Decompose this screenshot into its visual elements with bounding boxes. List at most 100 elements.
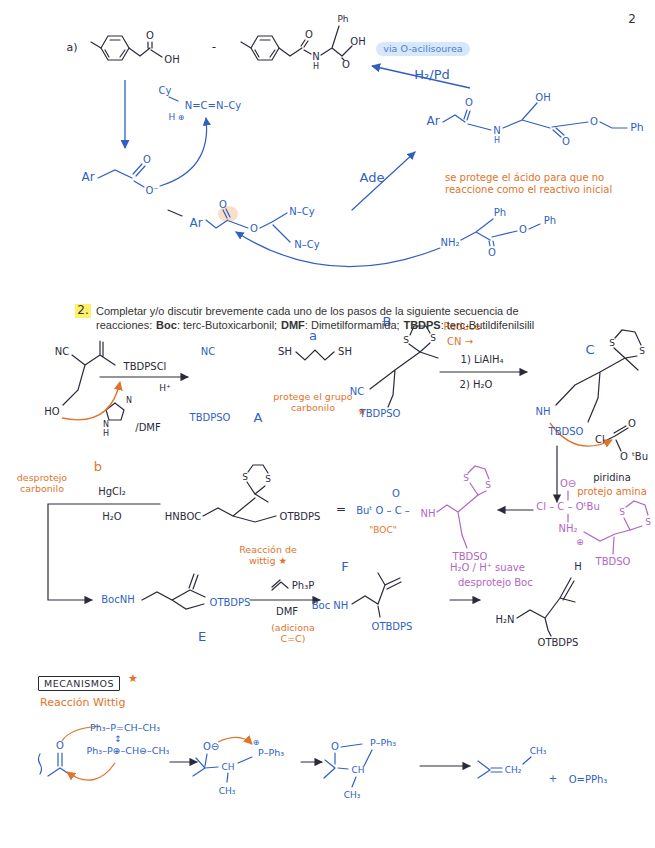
- atom-label: O: [590, 116, 598, 128]
- reagent: H₂/Pd: [414, 68, 449, 83]
- atom-label: NH: [536, 406, 551, 418]
- note: Reacción de wittig ★: [231, 545, 306, 567]
- atom-label: H: [313, 62, 319, 71]
- atom-label: S: [485, 480, 491, 490]
- atom-label: O⊖: [203, 741, 219, 753]
- atom-label: O: [143, 154, 151, 166]
- atom-label: CH: [351, 765, 364, 775]
- atom-label: S: [639, 346, 645, 356]
- atom-label: Ph: [337, 14, 348, 24]
- atom-label: ⊕: [576, 537, 584, 547]
- atom-label: HO: [44, 406, 59, 418]
- atom-label: N–Cy: [289, 206, 314, 218]
- atom-label: Cl – C – OᵗBu: [536, 501, 599, 513]
- atom-label: H₂N: [495, 614, 514, 626]
- atom-label: O: [562, 136, 570, 148]
- atom-label: Ph₃–P=CH–CH₃: [90, 723, 160, 734]
- note: "BOC": [369, 525, 397, 535]
- atom-label: O: [488, 247, 496, 259]
- reagent: DMF: [276, 606, 298, 618]
- atom-label: NH₂: [440, 237, 459, 249]
- atom-label: N: [126, 396, 132, 405]
- atom-label: TBDSO: [596, 556, 631, 568]
- atom-label: Boc NH: [312, 600, 349, 612]
- plus-sign: +: [549, 773, 557, 785]
- question-text-line: reacciones:Boc: terc-Butoxicarbonil;DMF:…: [96, 319, 534, 332]
- question-number: 2.: [75, 304, 90, 318]
- atom-label: BocNH: [101, 594, 134, 606]
- definition: : terc-Butoxicarbonil;: [177, 319, 277, 331]
- atom-label: OH: [535, 92, 550, 104]
- atom-label: Ph: [630, 122, 644, 135]
- atom-label: NH₂: [558, 523, 577, 535]
- atom-label: S: [265, 474, 271, 484]
- note: desprotejo carbonilo: [7, 473, 77, 495]
- definition: : Dimetilformamida;: [305, 319, 400, 331]
- atom-label: Ar: [426, 115, 439, 129]
- compound-letter: F: [341, 560, 348, 575]
- atom-label: O: [465, 97, 473, 109]
- atom-label: OTBDPS: [538, 637, 579, 649]
- compound-letter: E: [198, 630, 206, 645]
- atom-label: S: [242, 472, 248, 482]
- atom-label: ⊕: [253, 738, 260, 747]
- resonance-arrow: ↕: [114, 734, 122, 744]
- note: desprotejo Boc: [458, 577, 533, 589]
- atom-label: P–Ph₃: [370, 738, 396, 749]
- atom-label: O⁻: [145, 185, 158, 197]
- note: protege el grupo carbonilo: [273, 392, 353, 414]
- reagent-letter: b: [94, 460, 102, 475]
- atom-label: N–Cy: [294, 239, 319, 251]
- heading-box: MECANISMOS: [38, 676, 120, 691]
- atom-label: O: [250, 223, 258, 235]
- atom-label: S: [645, 517, 651, 527]
- atom-label: SH: [338, 346, 352, 358]
- reagent: 1) LiAlH₄: [461, 354, 504, 366]
- atom-label: Ph: [544, 215, 556, 227]
- note-pill: via O-acilisourea: [376, 42, 469, 55]
- term: DMF: [281, 319, 305, 331]
- atom-label: Ph₃–P⊕–CH⊖–CH₃: [87, 746, 170, 757]
- atom-label: H: [494, 136, 500, 145]
- atom-label: NH: [421, 508, 436, 520]
- atom-label: S: [430, 333, 436, 343]
- atom-label: S: [403, 335, 409, 345]
- atom-label: TBDSO: [549, 426, 584, 438]
- atom-label: O: [342, 59, 350, 71]
- atom-label: N=C=N–Cy: [185, 100, 242, 112]
- atom-label: N: [493, 125, 500, 137]
- term: TBDPS: [403, 319, 440, 331]
- compound-letter: A: [254, 411, 263, 426]
- atom-label: OH: [350, 36, 365, 48]
- equals-sign: =: [336, 503, 346, 517]
- atom-label: TBDSO: [453, 551, 488, 563]
- star: ★: [128, 673, 138, 686]
- page-number: 2: [628, 13, 636, 27]
- atom-label: CH₃: [219, 786, 236, 796]
- atom-label: O: [56, 740, 64, 752]
- atom-label: OTBDPS: [280, 511, 321, 523]
- atom-label: NC: [201, 346, 215, 358]
- term: Boc: [156, 319, 177, 331]
- atom-label: O: [305, 29, 313, 41]
- atom-label: NC: [55, 346, 69, 358]
- atom-label: P–Ph₃: [258, 748, 284, 759]
- atom-label: Ph: [494, 207, 506, 219]
- reagent: piridina: [593, 472, 631, 484]
- reagent: Ade: [360, 171, 385, 186]
- atom-label: OTBDPS: [210, 597, 251, 609]
- atom-label: ᵗBu: [632, 451, 648, 463]
- section-heading: Reacción Wittig: [40, 697, 125, 710]
- atom-label: O⊖: [560, 478, 576, 490]
- dash: -: [212, 41, 216, 55]
- atom-label: TBDPSO: [360, 408, 401, 420]
- atom-label: H: [574, 561, 582, 573]
- note: se protege el ácido para que no reaccion…: [445, 172, 620, 195]
- atom-label: TBDPSO: [190, 412, 231, 424]
- atom-label: N: [103, 420, 109, 429]
- item-letter: a): [66, 42, 77, 55]
- node-text: via O-acilisourea: [383, 43, 462, 54]
- reagent: Ph₃P: [292, 580, 314, 592]
